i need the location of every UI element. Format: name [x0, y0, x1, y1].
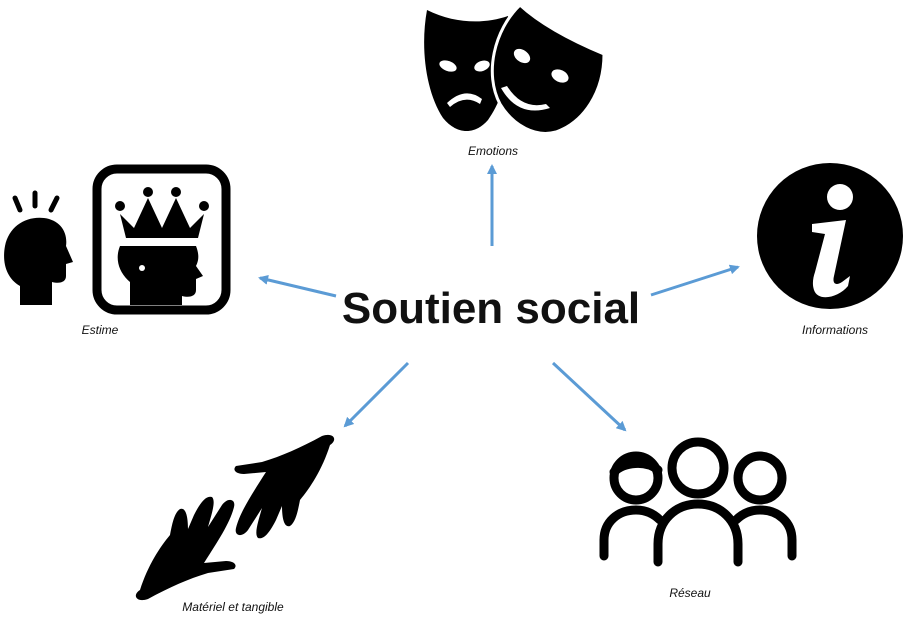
arrow-to-reseau — [551, 361, 627, 432]
center-title: Soutien social — [342, 284, 640, 333]
arrows — [258, 164, 740, 432]
helping-hands-icon — [135, 434, 335, 601]
arrow-to-estime — [258, 274, 337, 298]
info-circle-icon — [757, 163, 903, 309]
arrow-to-materiel — [343, 361, 410, 428]
informations-label: Informations — [802, 323, 868, 337]
arrow-to-informations — [650, 264, 740, 297]
reseau-label: Réseau — [669, 586, 711, 600]
materiel-label: Matériel et tangible — [182, 600, 284, 614]
theater-masks-icon — [424, 2, 606, 135]
crowned-head-icon — [4, 164, 231, 315]
people-group-icon — [599, 437, 797, 567]
emotions-label: Emotions — [468, 144, 518, 158]
estime-label: Estime — [82, 323, 119, 337]
